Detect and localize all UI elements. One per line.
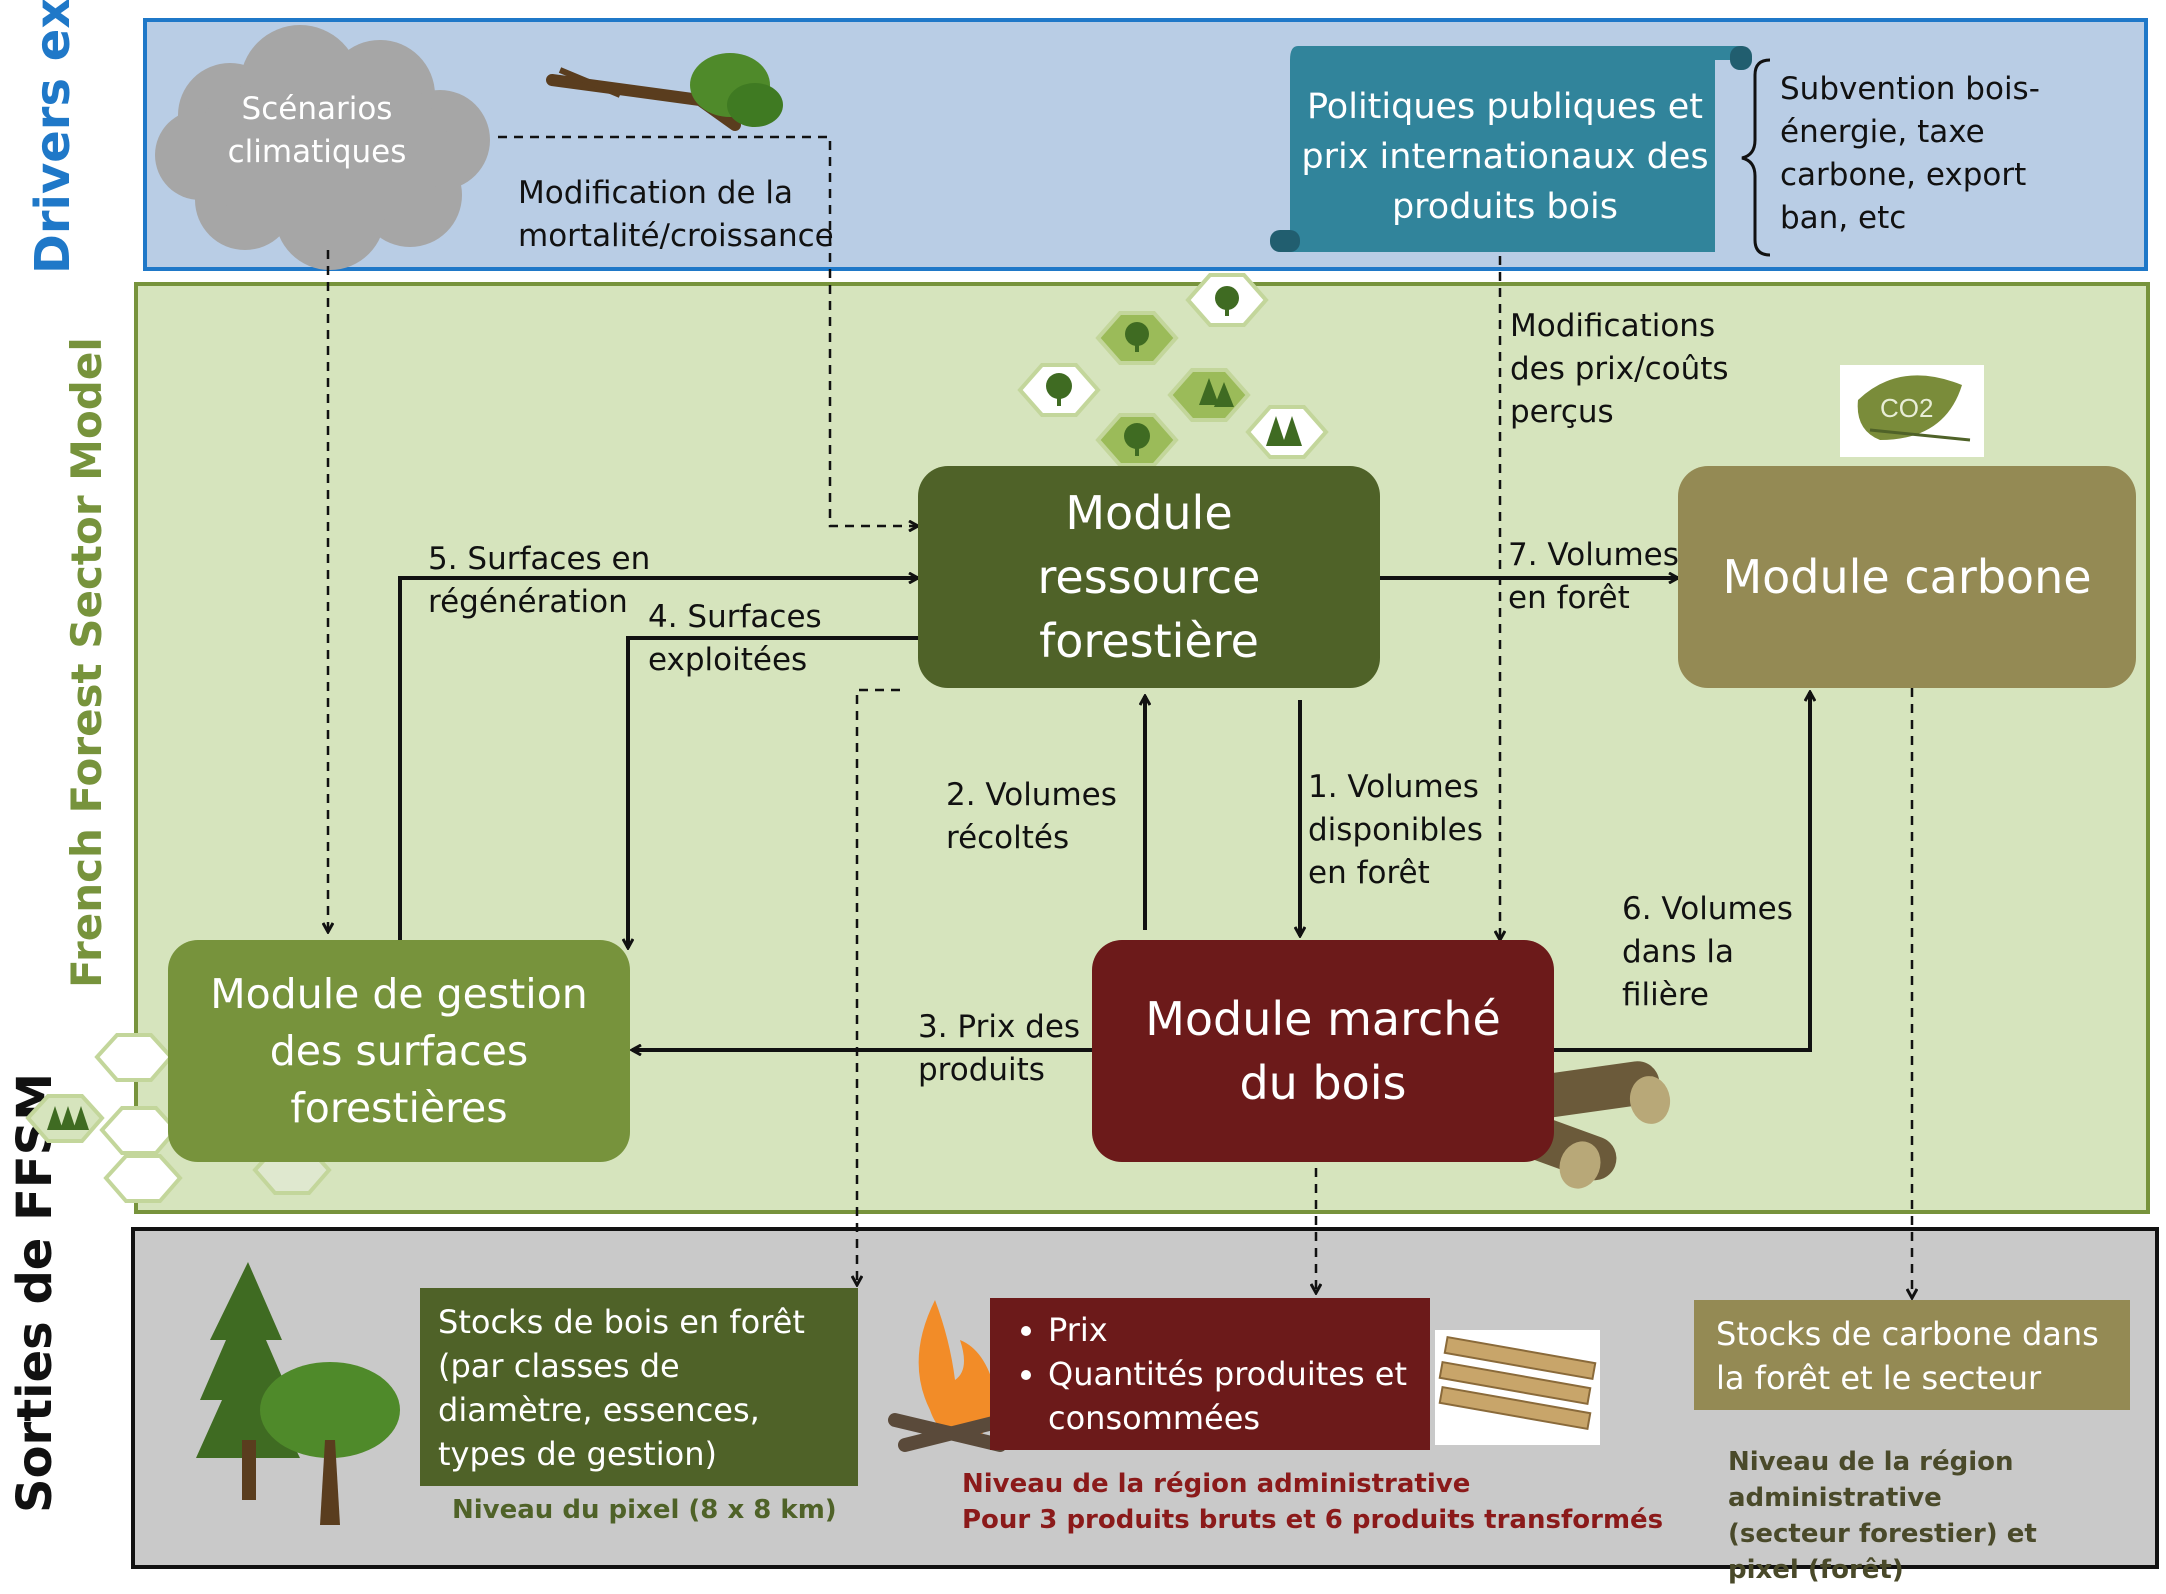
carbon-module[interactable]: Module carbone xyxy=(1678,466,2136,688)
planks-icon xyxy=(1435,1330,1600,1445)
co2-leaf-icon: CO2 xyxy=(1840,365,1984,457)
carbon-stocks-output: Stocks de carbone dans la forêt et le se… xyxy=(1694,1300,2130,1410)
wood-stocks-output: Stocks de bois en forêt (par classes de … xyxy=(420,1288,858,1486)
market-module-label: Module marché du bois xyxy=(1145,992,1501,1110)
management-module[interactable]: Module de gestion des surfaces forestièr… xyxy=(168,940,630,1162)
wood-stocks-level: Niveau du pixel (8 x 8 km) xyxy=(452,1495,837,1525)
arrow-f4-exploited xyxy=(628,636,918,948)
co2-badge: CO2 xyxy=(1880,393,1933,423)
wood-stocks-output-text: Stocks de bois en forêt (par classes de … xyxy=(438,1303,805,1473)
resource-module-label: Module ressource forestière xyxy=(1037,486,1261,668)
cloud-icon xyxy=(155,25,490,270)
carbon-level: Niveau de la région administrative (sect… xyxy=(1728,1447,2037,1585)
policy-scroll-icon xyxy=(1270,46,1752,252)
market-output: Prix Quantités produites et consommées xyxy=(990,1298,1430,1450)
market-level-line1: Niveau de la région administrative xyxy=(962,1469,1471,1499)
policy-examples-label: Subvention bois-énergie, taxe carbone, e… xyxy=(1780,71,2040,236)
trees-icon xyxy=(196,1262,400,1525)
arrow-mortality-to-resource xyxy=(498,135,918,526)
forest-hexagons-icon xyxy=(1017,273,1329,467)
market-module[interactable]: Module marché du bois xyxy=(1092,940,1554,1162)
resource-module[interactable]: Module ressource forestière xyxy=(918,466,1380,688)
broken-branch-icon xyxy=(546,53,783,131)
arrow-f5-regeneration xyxy=(398,578,918,940)
market-output-list: Prix Quantités produites et consommées xyxy=(998,1308,1422,1440)
flow-label-4: 4. Surfaces exploitées xyxy=(648,599,822,678)
flow-label-1: 1. Volumes disponibles en forêt xyxy=(1308,769,1483,891)
market-output-item-prices: Prix xyxy=(1048,1308,1422,1352)
flow-label-6: 6. Volumes dans la filière xyxy=(1622,891,1793,1013)
policy-effect-label: Modifications des prix/coûts perçus xyxy=(1510,308,1729,430)
carbon-stocks-output-text: Stocks de carbone dans la forêt et le se… xyxy=(1716,1315,2099,1397)
policy-banner-label: Politiques publiques et prix internation… xyxy=(1301,87,1709,227)
flow-label-7: 7. Volumes en forêt xyxy=(1508,537,1679,616)
brace-icon xyxy=(1741,58,1771,257)
arrow-resource-to-stocks xyxy=(857,688,900,1285)
flow-label-5: 5. Surfaces en régénération xyxy=(428,541,651,620)
flow-label-2: 2. Volumes récoltés xyxy=(946,777,1117,856)
flow-label-3: 3. Prix des produits xyxy=(918,1009,1081,1088)
climate-effect-label: Modification de la mortalité/croissance xyxy=(518,175,834,254)
management-module-label: Module de gestion des surfaces forestièr… xyxy=(210,969,588,1132)
carbon-module-label: Module carbone xyxy=(1722,550,2092,604)
fire-icon xyxy=(888,1300,1012,1452)
climate-scenarios-label: Scénarios climatiques xyxy=(227,91,407,170)
arrow-f6-volumes-chain xyxy=(1552,692,1810,1052)
market-output-item-quantities: Quantités produites et consommées xyxy=(1048,1352,1422,1440)
market-level-line2: Pour 3 produits bruts et 6 produits tran… xyxy=(962,1505,1664,1535)
